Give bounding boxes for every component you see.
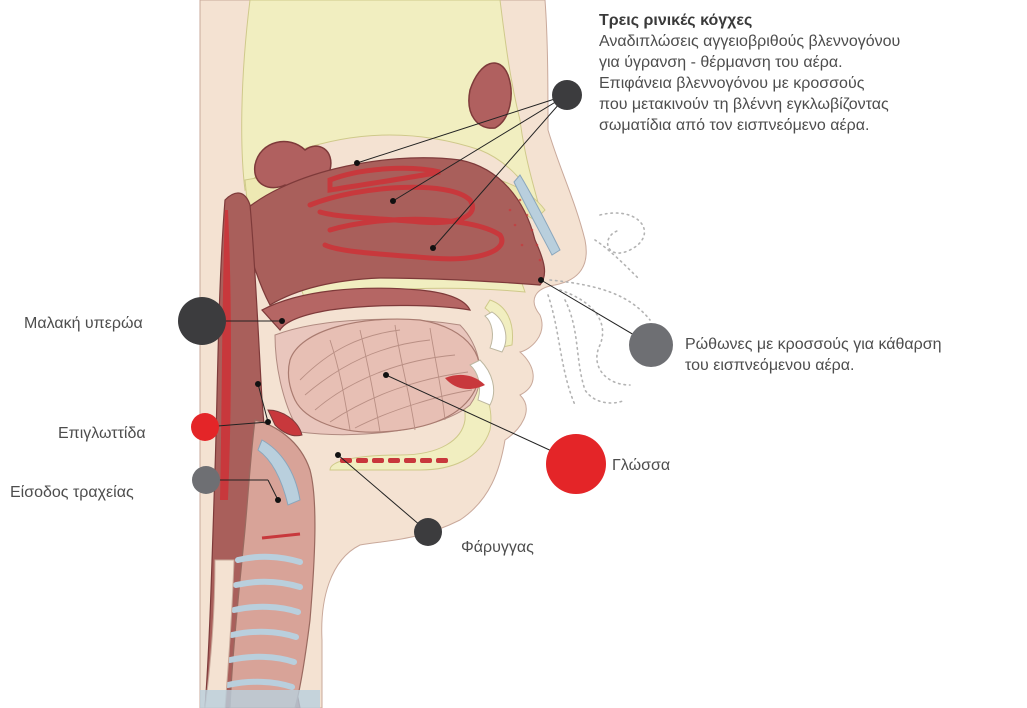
anchor-dot [255, 381, 261, 387]
soft-palate-marker [178, 297, 226, 345]
nostrils-line: Ρώθωνες με κροσσούς για κάθαρση [685, 334, 942, 355]
pharynx-marker [414, 518, 442, 546]
nostrils-line: του εισπνεόμενου αέρα. [685, 355, 942, 376]
conchae-description: Τρεις ρινικές κόγχες Αναδιπλώσεις αγγειο… [599, 10, 900, 136]
soft-palate-label: Μαλακή υπερώα [24, 313, 143, 334]
anchor-dot [354, 160, 360, 166]
tongue-label: Γλώσσα [612, 455, 670, 476]
nostrils-marker [629, 323, 673, 367]
conchae-title: Τρεις ρινικές κόγχες [599, 10, 900, 31]
conchae-line: Αναδιπλώσεις αγγειοβριθούς βλεννογόνου [599, 31, 900, 52]
anchor-dot [279, 318, 285, 324]
pharynx-label: Φάρυγγας [461, 537, 534, 558]
conchae-line: για ύγρανση - θέρμανση του αέρα. [599, 52, 900, 73]
tongue-marker [546, 434, 606, 494]
anchor-dot [538, 277, 544, 283]
neck-base [200, 690, 320, 708]
epiglottis-marker [191, 413, 219, 441]
conchae-line: σωματίδια από τον εισπνεόμενο αέρα. [599, 115, 900, 136]
conchae-line: Επιφάνεια βλεννογόνου με κροσσούς [599, 73, 900, 94]
conchae-line: που μετακινούν τη βλέννη εγκλωβίζοντας [599, 94, 900, 115]
anchor-dot [335, 452, 341, 458]
anchor-dot [430, 245, 436, 251]
anchor-dot [383, 372, 389, 378]
anchor-dot [265, 419, 271, 425]
trachea-entrance-label: Είσοδος τραχείας [10, 482, 134, 503]
epiglottis-label: Επιγλωττίδα [58, 423, 146, 444]
anchor-dot [390, 198, 396, 204]
nostrils-description: Ρώθωνες με κροσσούς για κάθαρση του εισπ… [685, 334, 942, 376]
trachea-entrance-marker [192, 466, 220, 494]
conchae-marker [552, 80, 582, 110]
anchor-dot [275, 497, 281, 503]
